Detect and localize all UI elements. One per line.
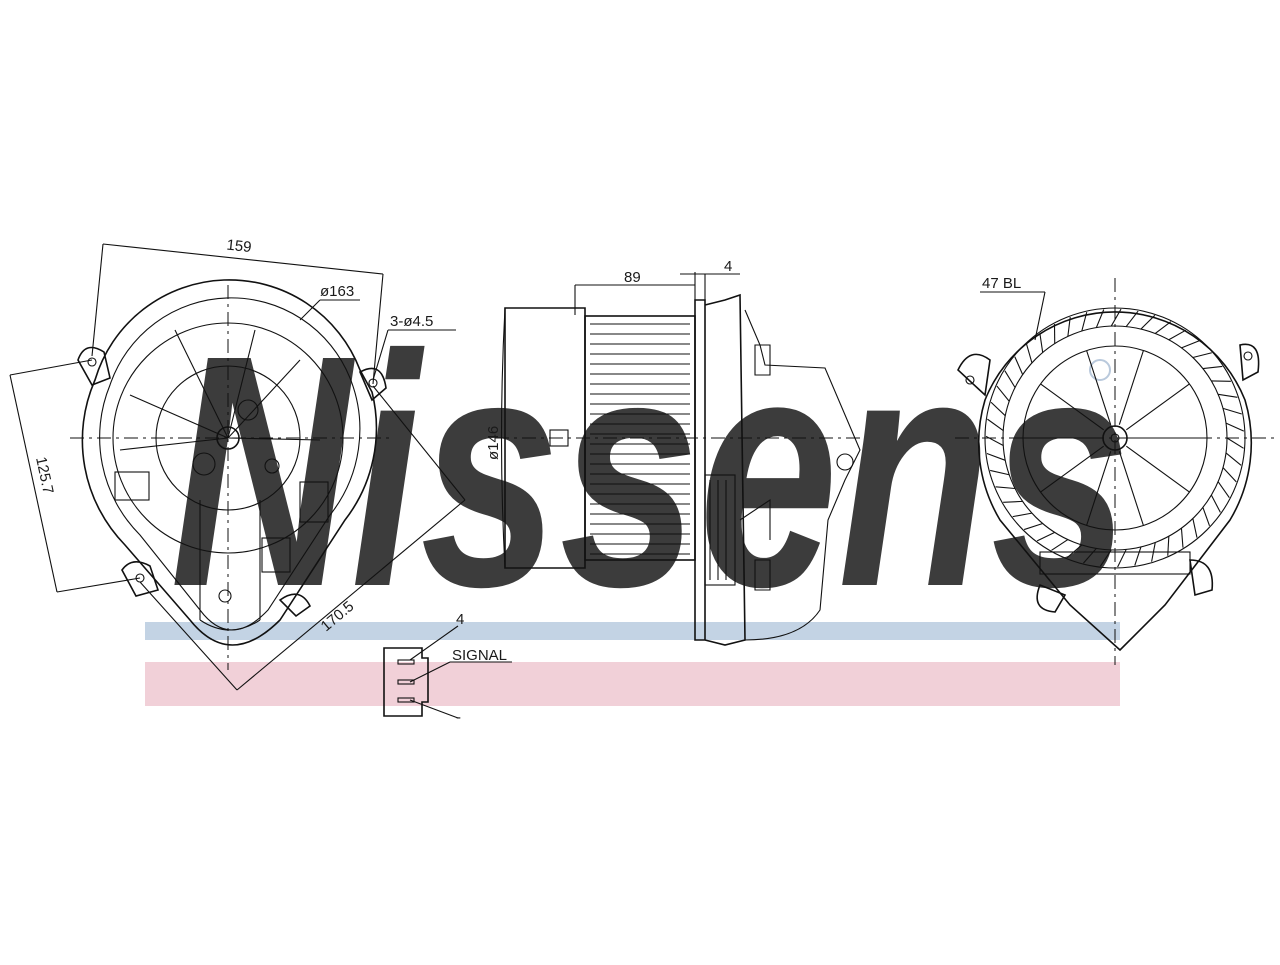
fan-blade xyxy=(1181,528,1183,547)
fan-blade xyxy=(1181,341,1199,348)
fan-blade xyxy=(1223,468,1236,482)
dimension-diameter: ø163 xyxy=(320,283,354,300)
fan-blade xyxy=(1223,408,1242,414)
fan-blade xyxy=(1135,547,1141,566)
dimension-flange: 4 xyxy=(724,258,732,275)
dimension-width: 159 xyxy=(226,237,253,257)
fan-blade xyxy=(1193,519,1197,538)
dimension-height: 125.7 xyxy=(32,455,56,495)
connector-signal-label: SIGNAL xyxy=(452,647,507,664)
fan-blade xyxy=(1203,507,1210,525)
dimension-holes: 3-ø4.5 xyxy=(390,313,433,330)
dimension-motor-diameter: ø146 xyxy=(485,426,502,460)
connector-pin-bottom-label: - xyxy=(456,709,461,726)
watermark-red-bar xyxy=(145,662,1120,706)
fan-spoke xyxy=(1126,446,1189,492)
fan-blade xyxy=(1168,536,1169,556)
fan-blade xyxy=(1193,353,1212,358)
fan-blade xyxy=(1211,495,1220,512)
fan-blade xyxy=(1218,482,1229,498)
fan-blade xyxy=(1169,330,1186,340)
fan-blade xyxy=(1155,322,1171,334)
dimension-motor-length: 89 xyxy=(624,269,641,286)
fan-blade xyxy=(1218,394,1237,397)
fan-blade xyxy=(1203,366,1222,368)
watermark-text: Nissens xyxy=(170,286,1130,655)
dimension-blades: 47 BL xyxy=(982,275,1021,292)
fan-blade xyxy=(1226,423,1244,431)
fan-blade xyxy=(1141,315,1155,329)
fan-spoke xyxy=(1126,384,1189,430)
fan-blade xyxy=(1226,453,1241,465)
fan-blade xyxy=(1227,438,1244,448)
connector-pin-top-label: 4 xyxy=(456,611,464,628)
